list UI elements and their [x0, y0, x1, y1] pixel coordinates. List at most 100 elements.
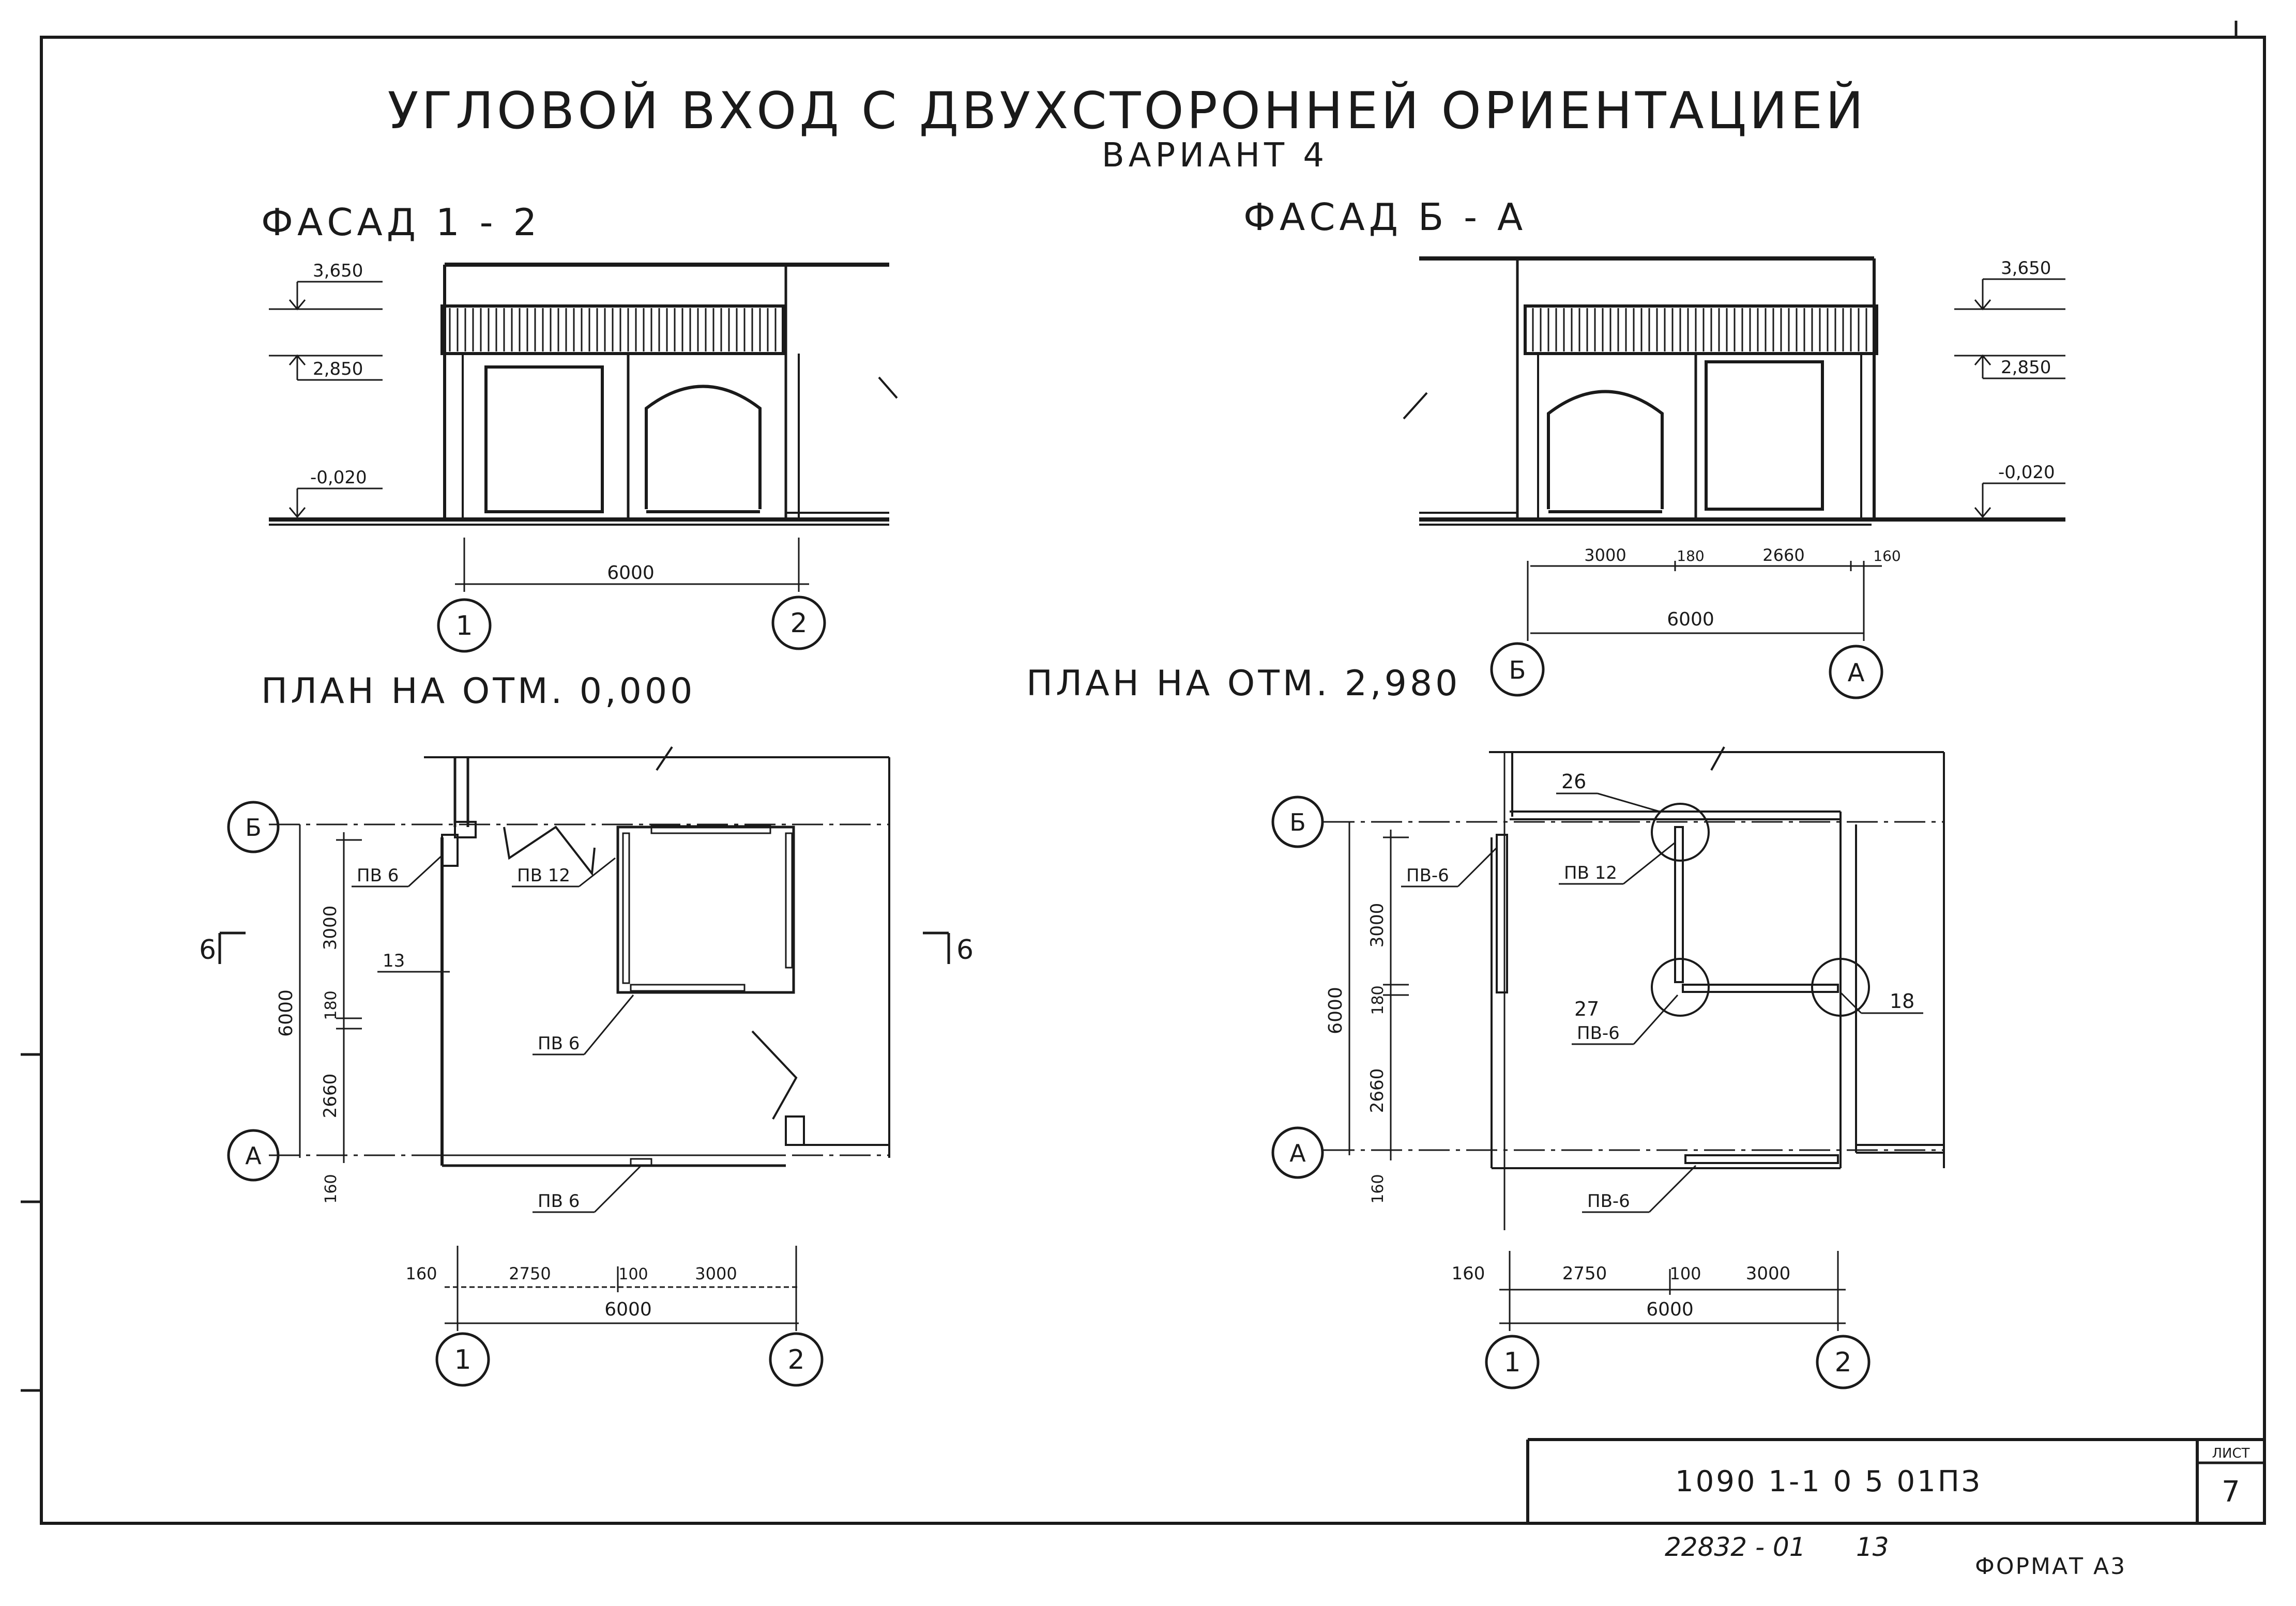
sheet-frame — [40, 36, 2266, 1525]
plan-0-room — [616, 825, 795, 994]
svg-text:2: 2 — [1834, 1347, 1851, 1378]
svg-text:160: 160 — [405, 1264, 437, 1283]
svg-text:6000: 6000 — [604, 1299, 652, 1320]
svg-text:1: 1 — [1503, 1347, 1520, 1378]
svg-text:2660: 2660 — [320, 1074, 341, 1119]
level-marks-left: 3,650 2,850 -0,020 — [269, 261, 383, 518]
svg-text:3,650: 3,650 — [313, 261, 363, 281]
facade-arched-opening — [1547, 390, 1664, 509]
axis-marker-a — [1829, 645, 1883, 699]
svg-text:6000: 6000 — [607, 562, 655, 584]
svg-text:-0,020: -0,020 — [310, 467, 367, 488]
inventory-number: 22832 - 01 — [1665, 1532, 1806, 1562]
detail-callout-18 — [1811, 958, 1870, 1017]
svg-text:ПВ 6: ПВ 6 — [538, 1191, 580, 1212]
svg-text:26: 26 — [1561, 770, 1586, 793]
svg-text:100: 100 — [1669, 1264, 1701, 1283]
svg-text:2,850: 2,850 — [2001, 357, 2051, 378]
svg-text:ПВ-6: ПВ-6 — [1406, 865, 1449, 886]
svg-text:180: 180 — [1677, 547, 1704, 564]
axis-marker-b — [227, 801, 280, 853]
svg-text:-0,020: -0,020 — [1998, 462, 2055, 483]
detail-callout-26 — [1651, 803, 1710, 862]
svg-text:180: 180 — [1369, 985, 1387, 1015]
facade-b-a: ФАСАД Б - А 3,650 2,850 — [1243, 195, 2065, 699]
svg-text:100: 100 — [618, 1265, 648, 1283]
paper-format: ФОРМАТ А3 — [1975, 1553, 2126, 1580]
svg-text:А: А — [1289, 1139, 1306, 1167]
plan-level-2980: ПЛАН НА ОТМ. 2,980 26 ПВ 12 ПВ-6 — [1026, 663, 1945, 1389]
frieze — [440, 304, 785, 355]
axis-marker-b — [1271, 796, 1324, 848]
axis-marker-2 — [771, 595, 826, 650]
svg-text:2750: 2750 — [1562, 1263, 1607, 1284]
drawing-title: УГЛОВОЙ ВХОД С ДВУХСТОРОННЕЙ ОРИЕНТАЦИЕЙ — [388, 81, 1867, 141]
svg-text:3000: 3000 — [1584, 545, 1626, 565]
axis-marker-1 — [437, 598, 492, 653]
svg-text:ПВ-6: ПВ-6 — [1587, 1191, 1630, 1212]
title-block: 1090 1-1 0 5 01ПЗ ЛИСТ 7 — [1526, 1438, 2264, 1523]
svg-text:Б: Б — [1289, 808, 1306, 836]
sheet-number: 7 — [2222, 1475, 2240, 1509]
svg-text:1: 1 — [454, 1344, 471, 1375]
svg-text:3000: 3000 — [1746, 1263, 1791, 1284]
axis-marker-2 — [1816, 1335, 1871, 1389]
detail-callout-27 — [1651, 958, 1710, 1017]
svg-text:3000: 3000 — [1367, 903, 1388, 948]
axis-marker-2 — [769, 1332, 824, 1387]
facade-arched-opening — [645, 385, 762, 509]
plan-0-title: ПЛАН НА ОТМ. 0,000 — [261, 671, 695, 712]
svg-text:2660: 2660 — [1367, 1068, 1388, 1113]
svg-text:Б: Б — [245, 814, 262, 842]
svg-text:160: 160 — [1873, 547, 1900, 564]
axis-marker-1 — [435, 1332, 490, 1387]
svg-text:2: 2 — [787, 1344, 804, 1375]
svg-text:ПВ 6: ПВ 6 — [357, 865, 399, 886]
svg-text:6: 6 — [199, 935, 216, 966]
svg-text:2660: 2660 — [1762, 545, 1804, 565]
svg-text:3000: 3000 — [695, 1264, 737, 1283]
sheet-label: ЛИСТ — [2212, 1446, 2249, 1461]
svg-text:160: 160 — [1452, 1263, 1485, 1284]
facade-door-opening — [1705, 360, 1824, 511]
facade-b-a-title: ФАСАД Б - А — [1243, 195, 1527, 239]
level-marks-right: 3,650 2,850 -0,020 — [1954, 258, 2065, 518]
svg-text:ПВ-6: ПВ-6 — [1577, 1023, 1620, 1044]
svg-text:160: 160 — [322, 1174, 340, 1203]
svg-text:180: 180 — [322, 990, 340, 1020]
svg-text:160: 160 — [1369, 1174, 1387, 1203]
svg-text:Б: Б — [1509, 656, 1526, 685]
plan-2980-title: ПЛАН НА ОТМ. 2,980 — [1026, 663, 1461, 704]
axis-marker-1 — [1485, 1335, 1540, 1389]
svg-text:А: А — [1848, 659, 1865, 687]
page-number: 13 — [1856, 1532, 1889, 1562]
facade-door-opening — [484, 365, 604, 513]
svg-text:3000: 3000 — [320, 906, 341, 951]
facade-1-2-title: ФАСАД 1 - 2 — [261, 201, 541, 244]
svg-text:18: 18 — [1890, 990, 1914, 1013]
svg-text:1: 1 — [455, 610, 473, 641]
svg-text:ПВ 12: ПВ 12 — [517, 865, 570, 886]
facade-1-2: ФАСАД 1 - 2 3,650 — [261, 201, 898, 653]
svg-text:2750: 2750 — [509, 1264, 551, 1283]
svg-text:2,850: 2,850 — [313, 359, 363, 379]
svg-text:13: 13 — [383, 951, 405, 971]
svg-text:6000: 6000 — [1325, 987, 1346, 1034]
axis-marker-a — [227, 1129, 280, 1182]
svg-text:А: А — [245, 1142, 262, 1170]
svg-text:ПВ 12: ПВ 12 — [1564, 863, 1617, 883]
svg-text:2: 2 — [790, 608, 807, 639]
axis-marker-a — [1271, 1126, 1324, 1179]
frieze — [1524, 304, 1878, 355]
svg-text:6000: 6000 — [1646, 1299, 1694, 1320]
svg-text:6000: 6000 — [276, 989, 297, 1037]
svg-text:6000: 6000 — [1667, 609, 1714, 630]
axis-marker-b — [1490, 642, 1545, 697]
svg-text:3,650: 3,650 — [2001, 258, 2051, 279]
svg-text:ПВ 6: ПВ 6 — [538, 1033, 580, 1054]
svg-text:6: 6 — [956, 935, 974, 966]
svg-text:27: 27 — [1574, 998, 1599, 1020]
document-code: 1090 1-1 0 5 01ПЗ — [1675, 1465, 1982, 1498]
